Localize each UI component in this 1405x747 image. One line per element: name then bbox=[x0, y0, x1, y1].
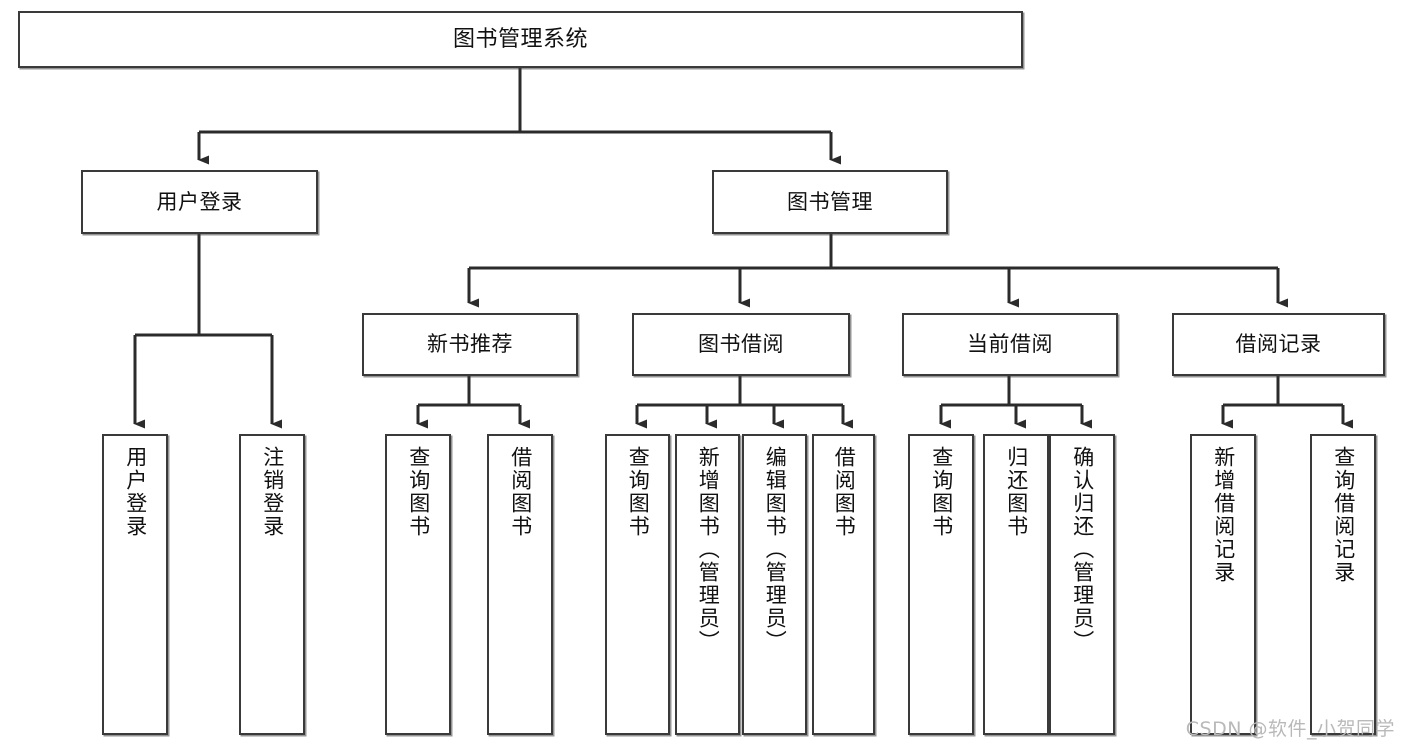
node-leaf-confirm-return-admin[interactable]: 确认归还（管理员） bbox=[1049, 434, 1115, 735]
node-label: 当前借阅 bbox=[967, 332, 1053, 357]
node-label: 用户登录 bbox=[123, 446, 148, 538]
node-leaf-user-login[interactable]: 用户登录 bbox=[102, 434, 168, 735]
node-label: 新增借阅记录 bbox=[1211, 446, 1236, 584]
node-leaf-borrow-books-newbook[interactable]: 借阅图书 bbox=[487, 434, 553, 735]
node-leaf-add-book-admin[interactable]: 新增图书（管理员） bbox=[675, 434, 740, 735]
node-leaf-logout[interactable]: 注销登录 bbox=[239, 434, 305, 735]
node-label: 借阅图书 bbox=[508, 446, 533, 538]
node-label: 查询图书 bbox=[406, 446, 431, 538]
node-borrowing-records[interactable]: 借阅记录 bbox=[1172, 313, 1385, 376]
node-label: 注销登录 bbox=[260, 446, 285, 538]
node-label: 借阅图书 bbox=[832, 446, 857, 538]
node-leaf-return-books[interactable]: 归还图书 bbox=[983, 434, 1049, 735]
node-label: 新书推荐 bbox=[427, 332, 513, 357]
node-leaf-query-books-newbook[interactable]: 查询图书 bbox=[385, 434, 451, 735]
node-leaf-borrow-books[interactable]: 借阅图书 bbox=[812, 434, 875, 735]
node-label: 查询图书 bbox=[626, 446, 651, 538]
node-label: 编辑图书（管理员） bbox=[763, 446, 788, 653]
node-leaf-query-borrow-record[interactable]: 查询借阅记录 bbox=[1310, 434, 1376, 735]
node-leaf-query-books-borrow[interactable]: 查询图书 bbox=[605, 434, 670, 735]
node-label: 查询借阅记录 bbox=[1331, 446, 1356, 584]
node-leaf-edit-book-admin[interactable]: 编辑图书（管理员） bbox=[742, 434, 807, 735]
node-label: 归还图书 bbox=[1004, 446, 1029, 538]
node-label: 新增图书（管理员） bbox=[696, 446, 721, 653]
node-book-borrowing[interactable]: 图书借阅 bbox=[632, 313, 850, 376]
node-leaf-add-borrow-record[interactable]: 新增借阅记录 bbox=[1190, 434, 1256, 735]
node-user-login[interactable]: 用户登录 bbox=[81, 170, 318, 234]
node-label: 图书管理 bbox=[787, 189, 873, 214]
node-current-borrowing[interactable]: 当前借阅 bbox=[902, 313, 1118, 376]
node-label: 确认归还（管理员） bbox=[1070, 446, 1095, 653]
node-book-management[interactable]: 图书管理 bbox=[712, 170, 948, 234]
node-label: 借阅记录 bbox=[1235, 332, 1322, 357]
watermark: CSDN @软件_小贺同学 bbox=[1185, 718, 1395, 740]
node-label: 图书借阅 bbox=[698, 332, 784, 357]
node-book-management-system[interactable]: 图书管理系统 bbox=[18, 11, 1023, 68]
node-label: 用户登录 bbox=[156, 189, 243, 214]
node-leaf-query-books-current[interactable]: 查询图书 bbox=[908, 434, 974, 735]
node-new-book-recommendation[interactable]: 新书推荐 bbox=[362, 313, 578, 376]
node-label: 查询图书 bbox=[929, 446, 954, 538]
node-label: 图书管理系统 bbox=[452, 26, 588, 52]
